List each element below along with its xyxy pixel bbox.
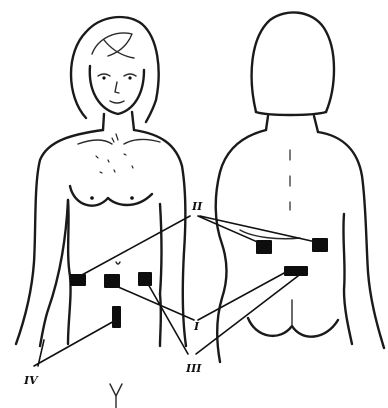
label-iv: IV [23, 374, 39, 387]
back-head [252, 12, 334, 112]
electrode-pad-back-right [312, 238, 328, 252]
front-hair [71, 17, 159, 122]
front-left-arm [16, 130, 103, 344]
electrode-pad-front-lower [112, 306, 121, 328]
label-i: I [193, 320, 200, 333]
labels: II I III IV [23, 200, 203, 387]
label-iii: III [185, 362, 202, 375]
back-buttocks [248, 318, 338, 337]
electrode-pad-front-left [70, 274, 86, 286]
label-ii: II [191, 200, 203, 213]
front-breasts [70, 186, 152, 206]
electrode-pad-back-sacral [284, 266, 308, 276]
front-face [90, 66, 144, 114]
back-figure [216, 12, 384, 362]
electrode-pad-front-right [138, 272, 152, 286]
